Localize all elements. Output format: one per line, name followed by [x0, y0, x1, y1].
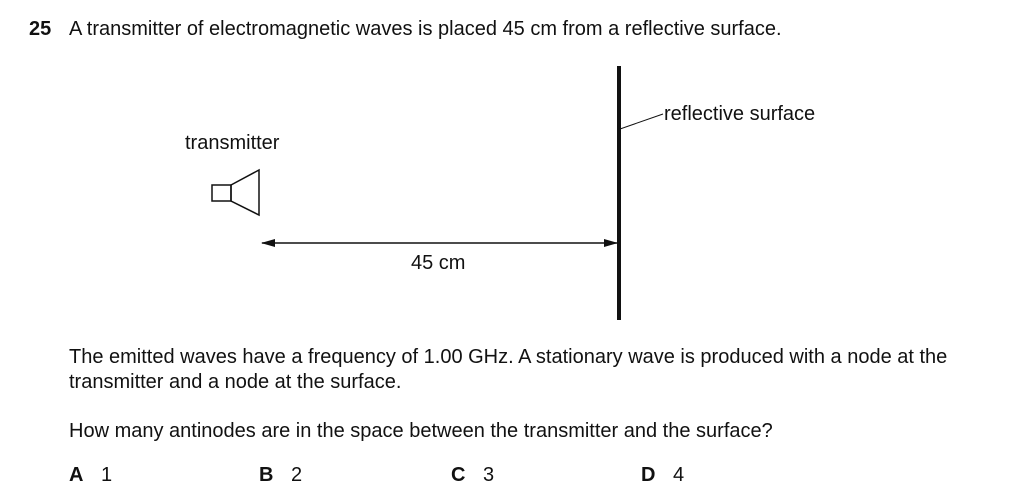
transmitter-icon: [211, 168, 260, 217]
diagram: transmitter 45 cm reflective surface: [185, 66, 815, 320]
surface-label: reflective surface: [664, 103, 815, 125]
question-number: 25: [29, 18, 52, 40]
option-letter: D: [641, 464, 656, 486]
option-value: 3: [483, 464, 495, 486]
option-value: 1: [101, 464, 113, 486]
surface-label-leader: [619, 113, 664, 130]
transmitter-label: transmitter: [185, 132, 280, 154]
option-letter: A: [69, 464, 84, 486]
distance-label: 45 cm: [411, 252, 465, 274]
option-value: 2: [291, 464, 303, 486]
question-paragraph: The emitted waves have a frequency of 1.…: [69, 346, 948, 393]
question-stem: A transmitter of electromagnetic waves i…: [69, 18, 782, 40]
option-letter: C: [451, 464, 466, 486]
option-value: 4: [673, 464, 685, 486]
question-prompt: How many antinodes are in the space betw…: [69, 420, 773, 442]
option-letter: B: [259, 464, 274, 486]
